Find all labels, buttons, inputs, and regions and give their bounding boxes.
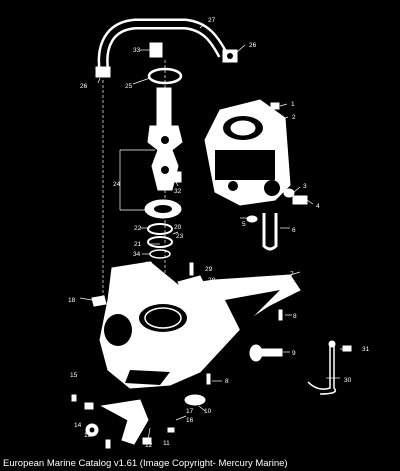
callout-8-lower: 8 [225, 378, 229, 385]
callout-2: 2 [292, 114, 296, 121]
o-ring-part [149, 249, 171, 259]
callout-12: 12 [145, 442, 153, 449]
callout-21: 21 [134, 241, 142, 248]
callout-26-left: 26 [80, 83, 88, 90]
driveshaft-part [156, 87, 172, 127]
callout-9: 9 [292, 350, 296, 357]
callout-19: 19 [145, 261, 153, 268]
callout-31: 31 [362, 346, 370, 353]
callout-13: 13 [84, 432, 92, 439]
callout-26-right: 26 [249, 42, 257, 49]
callout-20: 20 [174, 224, 182, 231]
callout-27: 27 [208, 17, 216, 24]
callout-10: 10 [204, 408, 212, 415]
callout-3: 3 [303, 183, 307, 190]
hose-nut-left [95, 66, 111, 78]
callout-25: 25 [125, 83, 133, 90]
u-joint-part [147, 125, 183, 191]
callout-17: 17 [186, 408, 194, 415]
callout-30: 30 [344, 377, 352, 384]
callout-4: 4 [316, 203, 320, 210]
callout-29: 29 [205, 266, 213, 273]
callout-34: 34 [133, 251, 141, 258]
callout-22: 22 [134, 225, 142, 232]
callout-32: 32 [174, 188, 182, 195]
image-caption: European Marine Catalog v1.61 (Image Cop… [3, 457, 397, 470]
callout-28: 28 [208, 277, 216, 284]
bushing-part [149, 42, 163, 58]
callout-24: 24 [113, 181, 121, 188]
callout-11-right: 11 [163, 440, 170, 447]
callout-8-upper: 8 [293, 313, 297, 320]
washer-part-21 [147, 236, 173, 248]
callout-23: 23 [176, 233, 184, 240]
callout-18: 18 [68, 297, 76, 304]
callout-6: 6 [292, 227, 296, 234]
washer-part-22 [147, 223, 173, 235]
u-bolt-part [262, 213, 278, 251]
callout-16: 16 [186, 417, 194, 424]
callout-1: 1 [291, 101, 295, 108]
callout-5: 5 [242, 221, 246, 228]
callout-15: 15 [70, 372, 78, 379]
callout-14: 14 [74, 422, 82, 429]
callout-7: 7 [290, 271, 294, 278]
exploded-parts-diagram: 1 2 3 4 5 6 7 8 8 9 10 11 12 13 14 15 16… [68, 17, 370, 449]
callout-33: 33 [133, 47, 141, 54]
